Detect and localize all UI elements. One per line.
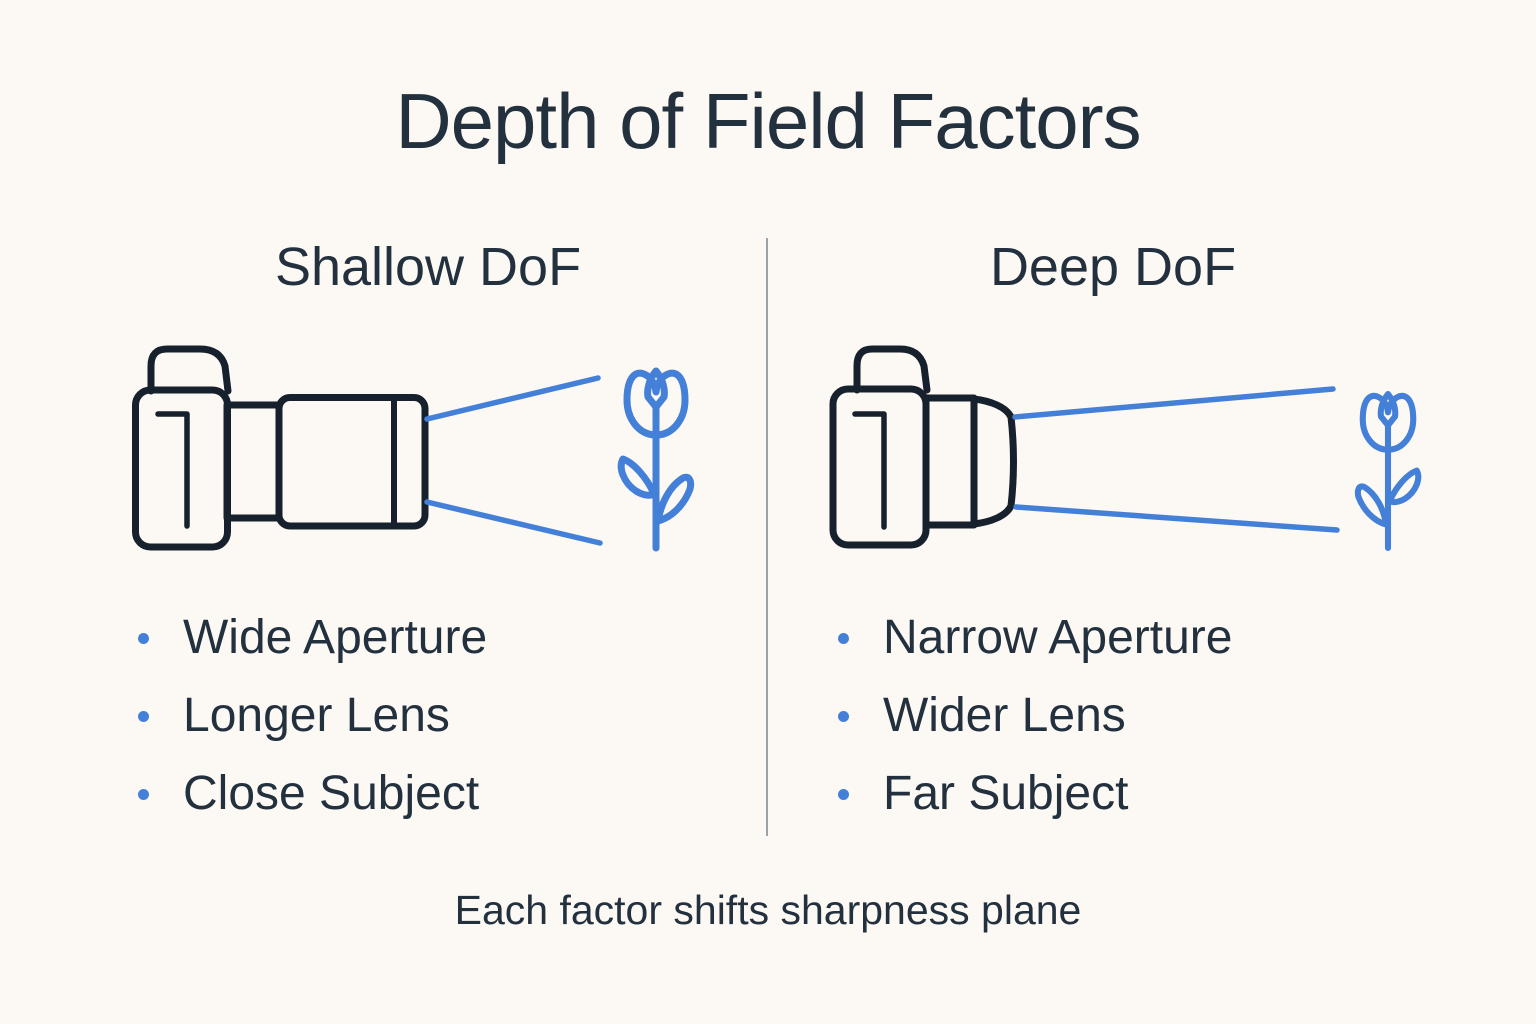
list-item: Longer Lens (138, 690, 487, 742)
camera-body-mark (852, 411, 887, 530)
bullet-label: Far Subject (883, 767, 1129, 820)
tulip-flower-icon (621, 371, 690, 548)
list-item: Narrow Aperture (838, 612, 1232, 664)
camera-mount (223, 401, 283, 522)
focus-line-top (424, 375, 601, 422)
camera-body-mark (155, 411, 190, 529)
list-item: Close Subject (138, 768, 487, 820)
focus-line-bottom (1013, 504, 1340, 533)
bullet-label: Longer Lens (183, 689, 450, 742)
bullet-dot-icon (138, 632, 149, 644)
focus-cone-lines (1012, 386, 1340, 533)
focus-line-bottom (424, 499, 603, 546)
page-title: Depth of Field Factors (395, 77, 1141, 165)
dslr-camera-icon (132, 345, 429, 551)
camera-long-lens (275, 394, 429, 530)
tulip-flower-icon (1358, 394, 1418, 548)
list-item: Wider Lens (838, 690, 1232, 742)
camera-viewfinder-hump (853, 345, 931, 394)
footer-caption: Each factor shifts sharpness plane (454, 887, 1082, 933)
shallow-dof-illustration (132, 345, 720, 565)
bullet-dot-icon (838, 632, 849, 644)
focus-line-top (1012, 386, 1336, 420)
list-item: Far Subject (838, 768, 1232, 820)
camera-short-lens (970, 395, 1017, 528)
panel-divider (766, 238, 768, 836)
focus-cone-lines (424, 375, 603, 546)
bullet-label: Wider Lens (883, 689, 1126, 742)
deep-dof-heading: Deep DoF (989, 237, 1237, 297)
deep-dof-illustration (829, 345, 1430, 565)
bullet-dot-icon (838, 710, 849, 722)
deep-dof-factor-list: Narrow Aperture Wider Lens Far Subject (838, 612, 1232, 846)
camera-viewfinder-hump (147, 345, 232, 395)
dslr-camera-icon (829, 345, 1017, 549)
shallow-dof-factor-list: Wide Aperture Longer Lens Close Subject (138, 612, 487, 846)
bullet-dot-icon (838, 788, 849, 800)
bullet-dot-icon (138, 788, 149, 800)
bullet-label: Wide Aperture (183, 611, 488, 664)
camera-mount (922, 394, 978, 529)
bullet-label: Close Subject (183, 767, 480, 820)
shallow-dof-heading: Shallow DoF (274, 237, 582, 297)
bullet-dot-icon (138, 710, 149, 722)
bullet-label: Narrow Aperture (883, 611, 1233, 664)
list-item: Wide Aperture (138, 612, 487, 664)
